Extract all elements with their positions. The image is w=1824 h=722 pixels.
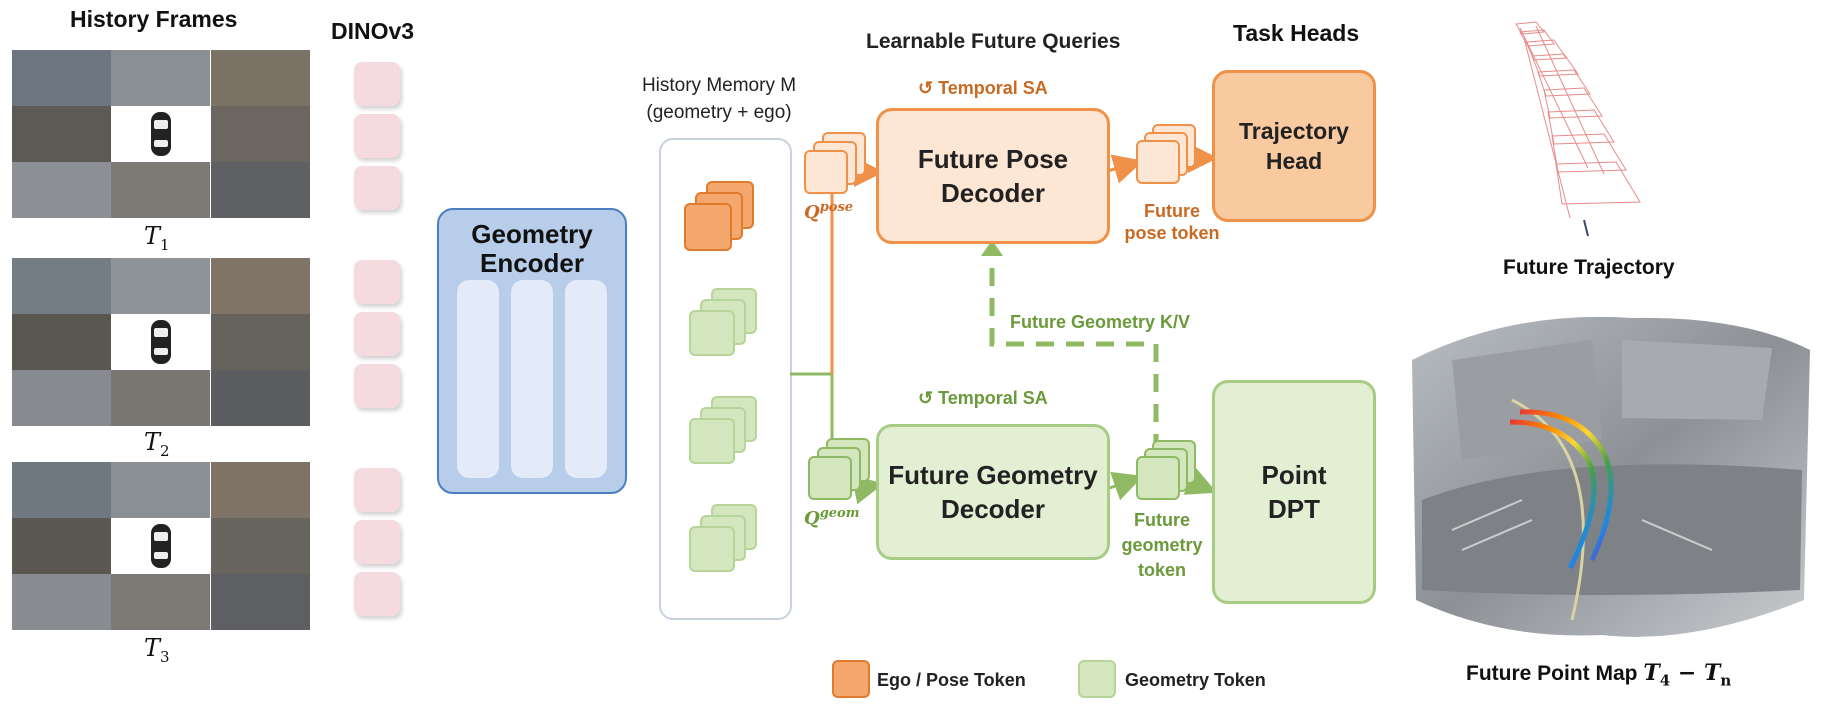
history-frame-1 xyxy=(12,50,310,218)
trajectory-head-line1: Trajectory xyxy=(1239,118,1349,144)
geometry-query-label: Qgeom xyxy=(804,506,860,529)
point-dpt-line2: DPT xyxy=(1268,494,1320,524)
dino-token xyxy=(354,572,400,616)
frame-label-t2: T2 xyxy=(144,428,170,460)
future-trajectory-visualization xyxy=(1515,21,1641,237)
dino-token xyxy=(354,260,400,304)
future-pose-token-label: Future pose token xyxy=(1124,201,1220,243)
legend-ego-pose-label: Ego / Pose Token xyxy=(877,670,1026,690)
learnable-queries-title: Learnable Future Queries xyxy=(866,30,1121,53)
future-geometry-decoder-block: Future Geometry Decoder xyxy=(876,424,1110,560)
dino-token xyxy=(354,166,400,210)
trajectory-head-line2: Head xyxy=(1265,148,1323,174)
history-memory-subtitle: (geometry + ego) xyxy=(646,102,792,123)
geometry-temporal-sa-label: ↺ Temporal SA xyxy=(918,388,1048,408)
ego-car-icon xyxy=(151,320,171,364)
dino-token xyxy=(354,520,400,564)
encoder-layer xyxy=(511,280,553,478)
future-point-map-caption: Future Point Map T4 − Tn xyxy=(1466,660,1732,690)
dino-token xyxy=(354,468,400,512)
dino-title: DINOv3 xyxy=(331,18,415,44)
dino-token xyxy=(354,62,400,106)
pose-temporal-sa-label: ↺ Temporal SA xyxy=(918,78,1048,98)
geometry-encoder-block: Geometry Encoder xyxy=(437,208,627,494)
history-frame-3 xyxy=(12,462,310,630)
legend-geometry-label: Geometry Token xyxy=(1125,670,1266,690)
encoder-title-line1: Geometry xyxy=(471,219,593,249)
point-dpt-block: Point DPT xyxy=(1212,380,1376,604)
future-geometry-token-label: Future geometry token xyxy=(1121,510,1203,580)
legend-geometry-swatch xyxy=(1078,660,1116,698)
future-trajectory-caption: Future Trajectory xyxy=(1503,256,1675,279)
dino-token xyxy=(354,312,400,356)
future-geometry-kv-label: Future Geometry K/V xyxy=(1010,312,1191,332)
encoder-layer xyxy=(565,280,607,478)
dino-token xyxy=(354,114,400,158)
point-dpt-line1: Point xyxy=(1261,460,1327,490)
future-pose-decoder-block: Future Pose Decoder xyxy=(876,108,1110,244)
encoder-title-line2: Encoder xyxy=(479,248,585,278)
ego-car-icon xyxy=(151,112,171,156)
pose-decoder-title-line1: Future Pose xyxy=(917,144,1069,174)
task-heads-title: Task Heads xyxy=(1233,20,1360,46)
trajectory-head-block: Trajectory Head xyxy=(1212,70,1376,222)
history-frames-title: History Frames xyxy=(70,6,238,32)
geom-decoder-title-line2: Decoder xyxy=(940,494,1046,524)
geom-decoder-title-line1: Future Geometry xyxy=(888,460,1098,490)
pose-query-label: Qpose xyxy=(804,200,854,223)
frame-label-t1: T1 xyxy=(144,222,170,254)
dino-token xyxy=(354,364,400,408)
history-frame-2 xyxy=(12,258,310,426)
pose-decoder-title-line2: Decoder xyxy=(940,178,1046,208)
ego-car-icon xyxy=(151,524,171,568)
future-point-map-visualization xyxy=(1412,316,1810,637)
encoder-layer xyxy=(457,280,499,478)
legend-ego-pose-swatch xyxy=(832,660,870,698)
frame-label-t3: T3 xyxy=(144,634,170,666)
history-memory-title: History Memory M xyxy=(641,75,797,96)
